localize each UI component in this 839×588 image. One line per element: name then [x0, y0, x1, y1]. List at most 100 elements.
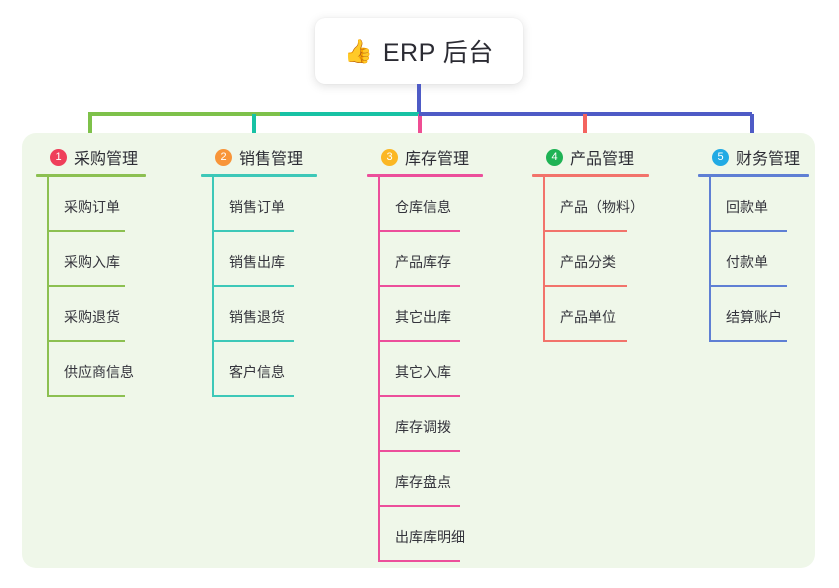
column-items-inventory: 仓库信息产品库存其它出库其它入库库存调拨库存盘点出库库明细	[367, 177, 519, 562]
root-node-title: ERP 后台	[382, 39, 494, 67]
list-item-label: 产品单位	[560, 309, 616, 325]
list-item-label: 产品（物料）	[560, 199, 644, 215]
column-title-purchase: 采购管理	[74, 151, 139, 168]
list-item-label: 库存盘点	[395, 474, 451, 490]
column-product: 4 产品管理产品（物料） 产品分类产品单位	[532, 146, 687, 342]
list-item-rule	[212, 230, 294, 232]
list-item-rule	[543, 285, 627, 287]
list-item-rule	[378, 560, 460, 562]
list-item-rule	[378, 230, 460, 232]
list-item[interactable]: 付款单	[698, 232, 816, 287]
list-item[interactable]: 产品（物料）	[532, 177, 687, 232]
column-spine-finance	[709, 177, 711, 342]
list-item-label: 仓库信息	[395, 199, 451, 215]
column-items-sales: 销售订单销售出库销售退货客户信息	[201, 177, 351, 397]
column-spine-product	[543, 177, 545, 342]
list-item[interactable]: 销售订单	[201, 177, 351, 232]
connector-teal-bar	[280, 112, 419, 116]
connector-green-bar	[88, 112, 280, 116]
list-item-label: 采购退货	[64, 309, 120, 325]
list-item[interactable]: 出库库明细	[367, 507, 519, 562]
root-node-card[interactable]: 👍 ERP 后台	[315, 18, 523, 84]
list-item[interactable]: 结算账户	[698, 287, 816, 342]
list-item-rule	[212, 285, 294, 287]
column-sales: 2 销售管理销售订单销售出库销售退货客户信息	[201, 146, 351, 397]
number-badge-2: 2	[215, 148, 232, 166]
number-badge-5: 5	[712, 148, 729, 166]
list-item[interactable]: 仓库信息	[367, 177, 519, 232]
column-header-product[interactable]: 4 产品管理	[532, 146, 687, 168]
list-item[interactable]: 库存调拨	[367, 397, 519, 452]
list-item[interactable]: 供应商信息	[36, 342, 188, 397]
list-item[interactable]: 其它出库	[367, 287, 519, 342]
column-header-purchase[interactable]: 1 采购管理	[36, 146, 188, 168]
column-finance: 5 财务管理回款单付款单结算账户	[698, 146, 816, 342]
list-item[interactable]: 库存盘点	[367, 452, 519, 507]
list-item-label: 其它入库	[395, 364, 451, 380]
list-item-rule	[709, 340, 787, 342]
list-item-rule	[378, 450, 460, 452]
list-item-label: 结算账户	[726, 309, 782, 325]
list-item-rule	[543, 340, 627, 342]
column-header-finance[interactable]: 5 财务管理	[698, 146, 816, 168]
column-inventory: 3 库存管理仓库信息产品库存其它出库其它入库库存调拨库存盘点出库库明细	[367, 146, 519, 562]
number-badge-4: 4	[546, 148, 563, 166]
list-item[interactable]: 产品库存	[367, 232, 519, 287]
list-item-label: 销售订单	[229, 199, 285, 215]
list-item[interactable]: 产品分类	[532, 232, 687, 287]
list-item-rule	[47, 340, 125, 342]
list-item-rule	[47, 285, 125, 287]
column-title-inventory: 库存管理	[405, 151, 470, 168]
list-item-label: 客户信息	[229, 364, 285, 380]
list-item[interactable]: 销售出库	[201, 232, 351, 287]
list-item-rule	[378, 505, 460, 507]
column-title-product: 产品管理	[570, 151, 635, 168]
list-item-label: 付款单	[726, 254, 768, 270]
list-item-rule	[543, 230, 627, 232]
list-item-rule	[709, 230, 787, 232]
list-item[interactable]: 采购入库	[36, 232, 188, 287]
list-item-rule	[709, 285, 787, 287]
number-badge-3: 3	[381, 148, 398, 166]
list-item-label: 出库库明细	[395, 529, 465, 545]
list-item-rule	[378, 340, 460, 342]
column-spine-inventory	[378, 177, 380, 562]
list-item-label: 供应商信息	[64, 364, 134, 380]
list-item[interactable]: 其它入库	[367, 342, 519, 397]
list-item-label: 采购订单	[64, 199, 120, 215]
diagram-panel	[22, 133, 815, 568]
list-item-label: 库存调拨	[395, 419, 451, 435]
list-item-label: 销售出库	[229, 254, 285, 270]
list-item-label: 回款单	[726, 199, 768, 215]
column-items-purchase: 采购订单采购入库采购退货供应商信息	[36, 177, 188, 397]
column-rule-purchase	[36, 174, 146, 177]
list-item-rule	[378, 395, 460, 397]
list-item-rule	[47, 395, 125, 397]
column-purchase: 1 采购管理采购订单采购入库采购退货供应商信息	[36, 146, 188, 397]
column-rule-sales	[201, 174, 317, 177]
column-items-finance: 回款单付款单结算账户	[698, 177, 816, 342]
list-item[interactable]: 回款单	[698, 177, 816, 232]
number-badge-1: 1	[50, 148, 67, 166]
thumbs-up-icon: 👍	[344, 37, 373, 64]
column-rule-product	[532, 174, 649, 177]
column-spine-purchase	[47, 177, 49, 397]
list-item-rule	[378, 285, 460, 287]
column-rule-finance	[698, 174, 809, 177]
list-item-rule	[212, 340, 294, 342]
list-item-label: 产品库存	[395, 254, 451, 270]
list-item-rule	[212, 395, 294, 397]
column-items-product: 产品（物料） 产品分类产品单位	[532, 177, 687, 342]
list-item-rule	[47, 230, 125, 232]
column-title-sales: 销售管理	[239, 151, 304, 168]
list-item-label: 其它出库	[395, 309, 451, 325]
list-item-label: 销售退货	[229, 309, 285, 325]
list-item[interactable]: 销售退货	[201, 287, 351, 342]
column-title-finance: 财务管理	[736, 151, 801, 168]
list-item[interactable]: 采购退货	[36, 287, 188, 342]
list-item[interactable]: 产品单位	[532, 287, 687, 342]
column-header-sales[interactable]: 2 销售管理	[201, 146, 351, 168]
column-header-inventory[interactable]: 3 库存管理	[367, 146, 519, 168]
list-item[interactable]: 客户信息	[201, 342, 351, 397]
list-item[interactable]: 采购订单	[36, 177, 188, 232]
